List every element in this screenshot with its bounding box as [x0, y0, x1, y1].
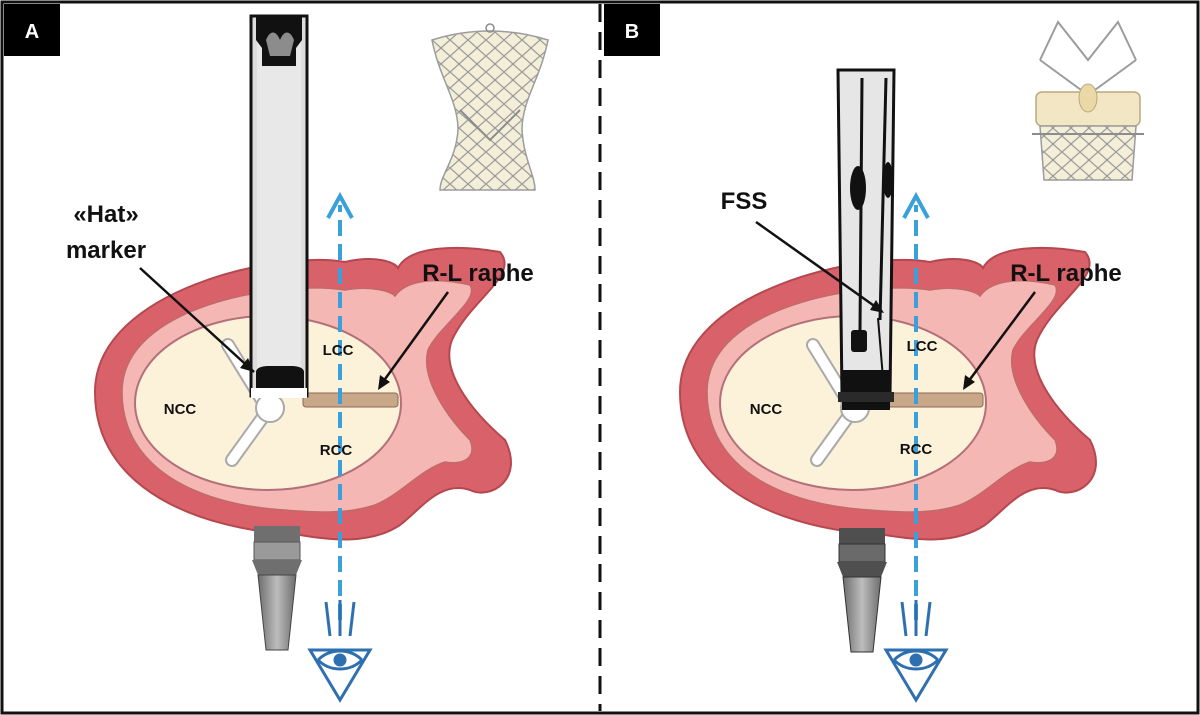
device-label-line1: FSS [721, 188, 768, 215]
device-label-pointer [755, 220, 881, 312]
panel-letter-badge [604, 4, 660, 56]
device-label-pointer [139, 267, 255, 373]
catheter-icon [249, 14, 309, 398]
cusp-label-ncc: NCC [750, 401, 783, 418]
panel-a: A [4, 4, 549, 703]
raphe-band [302, 392, 399, 408]
device-label-line1: «Hat» [73, 201, 138, 228]
panel-letter: A [25, 21, 39, 43]
eye-icon [307, 600, 373, 703]
raphe-label: R-L raphe [1010, 260, 1122, 287]
cusp-label-lcc: LCC [323, 342, 354, 359]
catheter-icon [836, 68, 896, 410]
cusp-label-ncc: NCC [164, 401, 197, 418]
nosecone-icon [837, 528, 887, 653]
cusp-label-rcc: RCC [900, 441, 933, 458]
panel-letter-badge [4, 4, 60, 56]
device-label-line2: marker [66, 237, 146, 264]
cusp-label-rcc: RCC [320, 442, 353, 459]
fss-marker-icon [851, 330, 867, 352]
cusp-label-lcc: LCC [907, 338, 938, 355]
raphe-label-pointer [378, 291, 450, 387]
nosecone-icon [252, 526, 302, 651]
view-direction-arrow-icon [902, 191, 930, 620]
evolut-valve-frame-icon [431, 23, 549, 191]
raphe-label-pointer [963, 291, 1037, 387]
raphe-label: R-L raphe [422, 260, 534, 287]
panel-b: B [604, 4, 1144, 703]
hat-marker-icon [256, 366, 304, 388]
view-direction-arrow-icon [326, 191, 354, 620]
panel-letter: B [625, 21, 639, 43]
acurate-valve-frame-icon [1032, 20, 1144, 181]
eye-icon [883, 600, 949, 703]
raphe-band [885, 392, 984, 408]
